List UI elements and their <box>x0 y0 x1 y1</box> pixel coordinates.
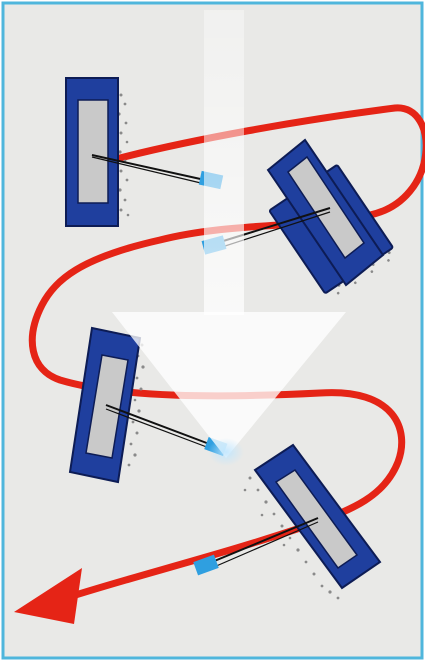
mop-pad <box>78 100 108 203</box>
